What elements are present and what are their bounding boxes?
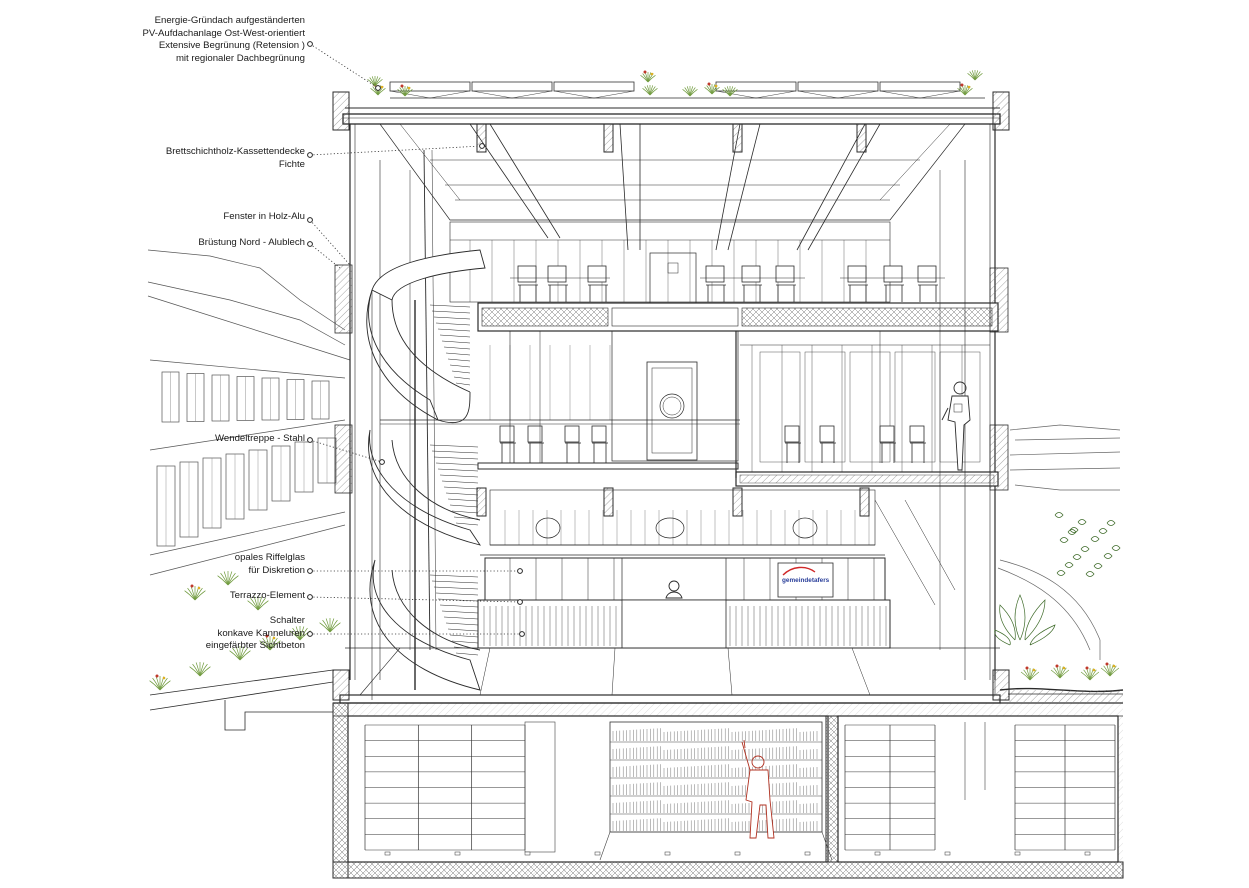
label-roof-line-3: Extensive Begrünung (Retension ) — [158, 40, 305, 51]
label-counter-line-2: konkave Kanneluren — [217, 627, 305, 639]
terrain — [149, 669, 1124, 731]
label-terrazzo-text: Terrazzo-Element — [229, 590, 305, 601]
leader-lines — [309, 43, 522, 635]
label-counter: Schalter konkave Kanneluren eingefärbter… — [206, 615, 305, 653]
label-window: Fenster in Holz-Alu — [223, 211, 305, 224]
leader-dots — [307, 41, 525, 637]
label-roof: Energie-Gründach aufgeständerten PV-Aufd… — [143, 15, 305, 65]
person-counter — [665, 580, 683, 599]
person-basement — [741, 739, 775, 839]
label-roof-line-2: PV-Aufdachanlage Ost-West-orientiert — [142, 27, 305, 39]
label-stair: Wendeltreppe - Stahl — [215, 433, 305, 446]
label-roof-line-4: mit regionaler Dachbegrünung — [175, 52, 305, 64]
label-roof-line-1: Energie-Gründach aufgeständerten — [154, 15, 305, 26]
label-glass-line-1: opales Riffelglas — [234, 552, 305, 563]
context-building-left — [147, 249, 351, 576]
label-parapet: Brüstung Nord - Alublech — [198, 237, 305, 250]
label-window-text: Fenster in Holz-Alu — [223, 211, 305, 222]
label-terrazzo: Terrazzo-Element — [230, 590, 305, 603]
label-ceiling-line-1: Brettschichtholz-Kassettendecke — [165, 146, 305, 157]
basement — [332, 702, 1124, 879]
label-counter-line-3: eingefärbter Sichtbeton — [205, 640, 305, 651]
label-counter-line-1: Schalter — [269, 615, 305, 626]
main-building — [332, 81, 1010, 704]
signage-logo: gemeindetafers — [782, 566, 830, 584]
spiral-staircase — [366, 249, 486, 700]
person-mezzanine — [941, 381, 971, 471]
context-landscape-right — [997, 424, 1121, 660]
label-stair-text: Wendeltreppe - Stahl — [215, 433, 305, 444]
label-glass: opales Riffelglas für Diskretion — [235, 552, 305, 577]
label-ceiling: Brettschichtholz-Kassettendecke Fichte — [166, 146, 305, 171]
label-glass-line-2: für Diskretion — [248, 564, 305, 576]
label-parapet-text: Brüstung Nord - Alublech — [198, 237, 305, 248]
signage-logo-text: gemeindetafers — [782, 577, 830, 584]
label-ceiling-line-2: Fichte — [278, 158, 305, 170]
